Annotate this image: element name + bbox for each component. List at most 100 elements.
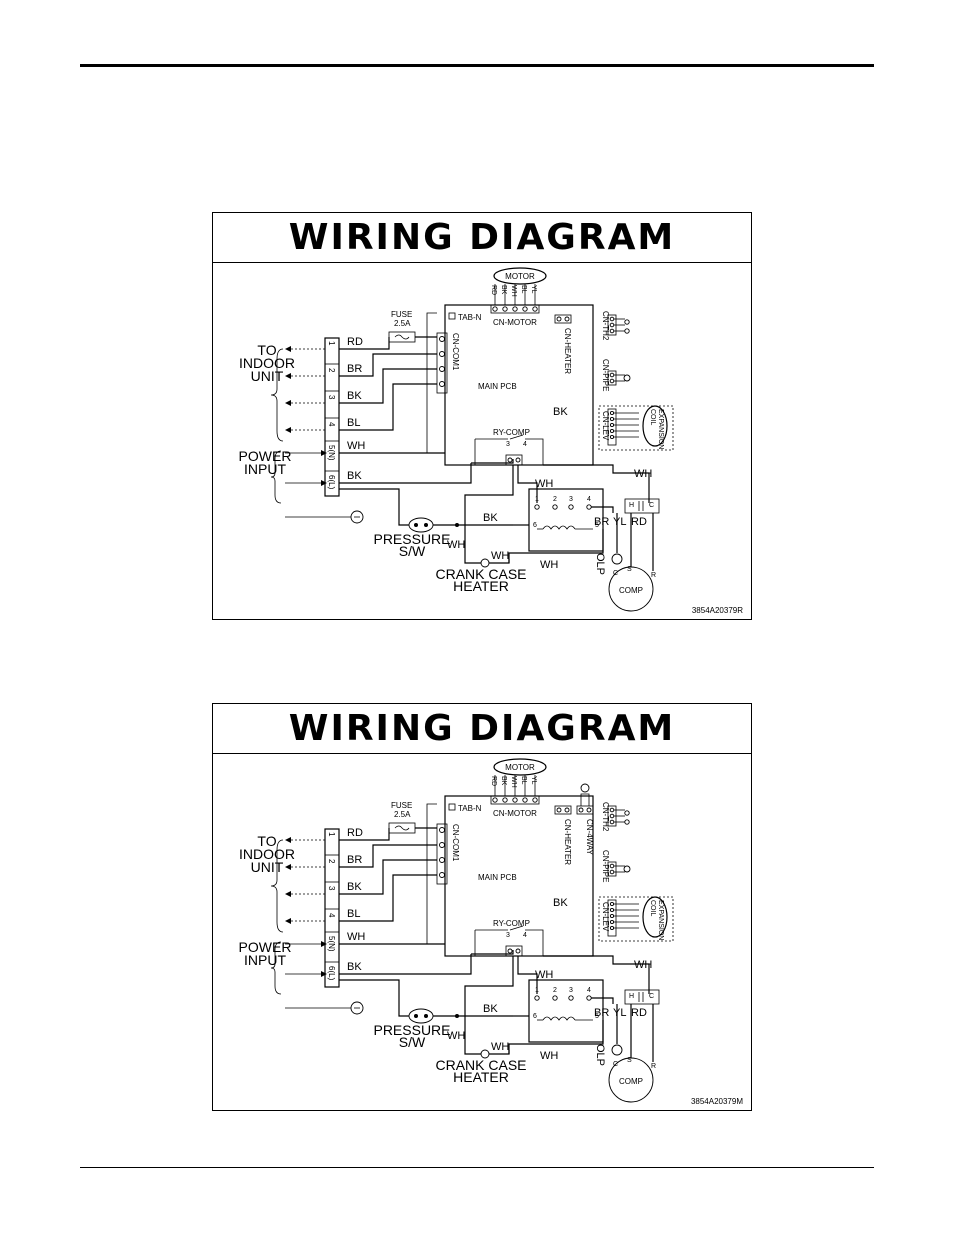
wire-wh-contactor bbox=[517, 956, 538, 994]
terminal-label: 3 bbox=[327, 395, 336, 400]
compressor-label: COMP bbox=[619, 586, 643, 595]
relay-pin-label: 3 bbox=[506, 932, 510, 939]
contactor-pin-label: 6 bbox=[533, 1013, 537, 1020]
contactor-pin-label: 4 bbox=[587, 987, 591, 994]
indoor-arrowhead bbox=[285, 837, 291, 843]
pressure-switch-pin bbox=[424, 1014, 428, 1018]
wire-color-label: BK bbox=[347, 390, 362, 402]
main-pcb-label: MAIN PCB bbox=[478, 873, 517, 882]
cn-heater-connector bbox=[554, 805, 572, 815]
compressor-label: COMP bbox=[619, 1077, 643, 1086]
motor-wire-label: YL bbox=[530, 285, 537, 294]
four-way-valve-symbol bbox=[580, 783, 590, 793]
br-label: BR bbox=[594, 516, 609, 528]
motor-wire-label: RD bbox=[490, 776, 497, 786]
contactor-pin-label: 4 bbox=[587, 496, 591, 503]
power-brace bbox=[270, 941, 282, 995]
wh-label: WH bbox=[535, 478, 553, 490]
terminal-label: 6(L) bbox=[327, 966, 336, 981]
wh-label: WH bbox=[447, 539, 465, 551]
power-arrowhead bbox=[321, 941, 327, 947]
terminal-block bbox=[324, 337, 340, 497]
wire-coil-return bbox=[508, 529, 604, 563]
motor-wire-label: BK bbox=[500, 776, 507, 786]
terminal-label: 6(L) bbox=[327, 475, 336, 490]
contactor-pin-label: 5 bbox=[595, 1013, 599, 1020]
tab-n-square bbox=[448, 312, 456, 320]
wire-color-label: BK bbox=[347, 961, 362, 973]
motor-wire-label: BL bbox=[520, 776, 527, 785]
fuse-rating-label: 2.5A bbox=[394, 319, 411, 328]
relay-pin-label: 4 bbox=[523, 441, 527, 448]
motor-wire-label: RD bbox=[490, 285, 497, 295]
capacitor-box bbox=[624, 498, 660, 514]
junction-pin bbox=[515, 948, 521, 954]
rd-label: RD bbox=[631, 1007, 647, 1019]
cn-4way-pin bbox=[578, 807, 584, 813]
wire-color-label: WH bbox=[347, 931, 365, 943]
wire-color-label: BK bbox=[347, 881, 362, 893]
cn-th2-pin bbox=[609, 322, 615, 328]
cn-com1-pin bbox=[439, 366, 445, 372]
motor-pin bbox=[492, 797, 498, 803]
wire-bk-bus bbox=[471, 950, 514, 955]
relay-contact bbox=[509, 925, 524, 931]
wire-color-label: BR bbox=[347, 854, 362, 866]
cn-lev-pin bbox=[609, 907, 615, 913]
cn-pipe-pin bbox=[609, 863, 615, 869]
terminal-label: 5(N) bbox=[327, 936, 336, 952]
olp-label: OLP bbox=[594, 1044, 606, 1066]
cn-com1-pin bbox=[439, 381, 445, 387]
cap-terminal-label: C bbox=[649, 502, 654, 509]
cn-lev-pin bbox=[609, 428, 615, 434]
br-label: BR bbox=[594, 1007, 609, 1019]
wire-wh-cap bbox=[543, 955, 650, 994]
contactor-pin bbox=[552, 995, 558, 1001]
cn-th2-label: CN-TH2 bbox=[601, 802, 610, 832]
node bbox=[455, 523, 459, 527]
indoor-arrowhead bbox=[285, 891, 291, 897]
pressure-sw-label-line: PRESSURE bbox=[373, 531, 450, 547]
cn-motor-label: CN-MOTOR bbox=[493, 809, 537, 818]
wh-label: WH bbox=[540, 559, 558, 571]
cn-lev-label: CN-LEV bbox=[601, 902, 610, 932]
cn-com1-label: CN-COM1 bbox=[451, 824, 460, 862]
diagram-title: WIRING DIAGRAM bbox=[213, 213, 751, 263]
wire-br bbox=[339, 844, 437, 868]
wh-label: WH bbox=[634, 959, 652, 971]
cap-terminal-label: H bbox=[629, 993, 634, 1000]
terminal-label: 4 bbox=[327, 913, 336, 918]
contactor-pin-label: 2 bbox=[553, 987, 557, 994]
cn-lev-pin bbox=[609, 901, 615, 907]
cn-com1-pin bbox=[439, 857, 445, 863]
cn-com1-label: CN-COM1 bbox=[451, 333, 460, 371]
wire-rd bbox=[339, 828, 390, 841]
wire-color-label: WH bbox=[347, 440, 365, 452]
cn-pipe-pin bbox=[609, 378, 615, 384]
thermistor-symbol bbox=[624, 819, 630, 825]
tab-n-wire bbox=[426, 312, 437, 453]
cn-4way-pin bbox=[586, 807, 592, 813]
cn-th2-pin bbox=[609, 807, 615, 813]
to-indoor-unit-label-line: INDOOR bbox=[239, 846, 295, 862]
power-arrowhead bbox=[321, 450, 327, 456]
wire-rd bbox=[339, 337, 390, 350]
cn-com1-connector bbox=[436, 332, 448, 394]
junction-pin bbox=[515, 457, 521, 463]
contactor-pin bbox=[568, 504, 574, 510]
to-indoor-unit-label-line: TO bbox=[257, 342, 276, 358]
tab-n-wire bbox=[426, 803, 437, 944]
relay-wire bbox=[525, 438, 544, 465]
to-indoor-unit-label-line: UNIT bbox=[251, 859, 284, 875]
indoor-arrowhead bbox=[285, 427, 291, 433]
power-brace bbox=[270, 450, 282, 504]
motor-wire-label: BL bbox=[520, 285, 527, 294]
motor-pin bbox=[532, 797, 538, 803]
cn-lev-dashed-box bbox=[598, 405, 674, 451]
